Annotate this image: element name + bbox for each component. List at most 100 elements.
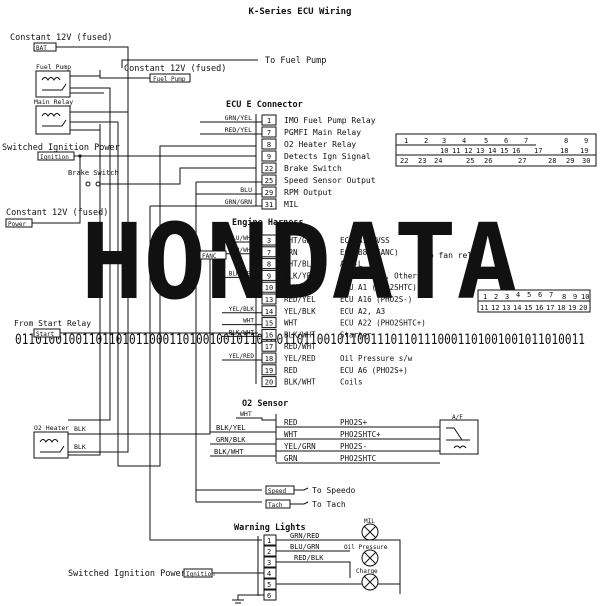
e-pin-box (261, 162, 277, 174)
harness-pin-number: 17 (265, 343, 273, 351)
label-from-start-relay: From Start Relay (14, 319, 91, 328)
harness-pinout-grid: 1 2 3 4 5 6 7 8 9 10 11 12 13 14 15 16 1… (477, 289, 591, 313)
e-pin-row: 25 Speed Sensor Output (196, 174, 376, 186)
speed-tag-label: Speed (268, 488, 286, 495)
to-speedo-label: To Speedo (312, 486, 356, 495)
main-relay (35, 105, 71, 135)
e-grid-cell: 25 (466, 157, 474, 165)
harness-grid-cell: 10 (581, 293, 589, 301)
brake-switch-contact-b-icon (95, 181, 101, 187)
label-switched-ignition: Switched Ignition Power (2, 143, 120, 153)
wl-pin: 2 (267, 548, 271, 556)
wl-pin: 1 (267, 537, 271, 545)
harness-pin-wire-in: BLU/WHT (229, 235, 255, 242)
harness-pin-color: BLK/YEL (284, 271, 316, 280)
e-grid-cell: 17 (534, 147, 542, 155)
wl-pin: 4 (267, 570, 271, 578)
e-pinout-grid: 1 2 3 4 5 6 7 8 9 10 11 12 13 14 15 16 1… (395, 133, 597, 167)
wire-brake-switch (79, 156, 256, 206)
harness-pin-color: WHT/GRN (284, 236, 316, 245)
o2-row-color: WHT (284, 430, 298, 439)
o2-heater-label: O2 Heater (34, 424, 69, 432)
charge-lamp-label: Charge (356, 568, 378, 575)
o2-heater-wire-1: BLK (74, 425, 86, 433)
e-pin-function: Brake Switch (284, 164, 342, 173)
harness-grid-cell: 19 (568, 304, 576, 312)
e-grid-cell: 15 (500, 147, 508, 155)
e-grid-cell: 11 (452, 147, 460, 155)
main-relay-coil-icon (41, 113, 67, 127)
e-pinout-outline (395, 133, 597, 167)
fuel-pump-relay-label: Fuel Pump (36, 63, 71, 71)
e-grid-cell: 12 (464, 147, 472, 155)
harness-pin-color: RED (284, 366, 298, 375)
e-grid-cell: 13 (476, 147, 484, 155)
harness-grid-cell: 17 (546, 304, 554, 312)
fuel-pump-relay (35, 70, 71, 98)
label-to-fuel-pump: To Fuel Pump (265, 56, 326, 66)
e-pin-number: 31 (265, 201, 273, 209)
e-pin-box (261, 138, 277, 150)
wire-power (32, 206, 81, 224)
harness-grid-cell: 4 (516, 291, 520, 299)
ignition-bottom-tag-label: Ignition (186, 571, 215, 578)
warning-light-pins: 1 2 3 4 5 6 (263, 534, 277, 601)
e-grid-cell: 24 (434, 157, 442, 165)
harness-pin-number: 9 (267, 272, 271, 280)
e-grid-cell: 4 (462, 137, 466, 145)
bat-tag-label: BAT (36, 45, 47, 52)
harness-pin-number: 15 (265, 320, 273, 328)
harness-pin-color: BLK/WHT (284, 283, 316, 292)
e-grid-cell: 30 (582, 157, 590, 165)
tach-arrow-icon (290, 501, 309, 505)
harness-pin-box (261, 328, 277, 340)
harness-grid-cell: 14 (513, 304, 521, 312)
harness-pin-function: ECU A1 (PHO2SHTC) (340, 283, 417, 292)
e-pin-row: 1 GRN/YEL IMO Fuel Pump Relay (200, 114, 376, 126)
ground-icon (232, 594, 264, 604)
o2-row-signal: PHO2SHTC+ (340, 430, 381, 439)
e-pin-row: 9 Detects Ign Signal (261, 150, 371, 162)
harness-pin-box (261, 246, 277, 258)
e-grid-cell: 1 (404, 137, 408, 145)
harness-pin-box (261, 340, 277, 352)
e-pin-function: Speed Sensor Output (284, 176, 376, 185)
wl-pin: 6 (267, 592, 271, 600)
e-connector-pins: 1 GRN/YEL IMO Fuel Pump Relay 7 RED/YEL … (150, 114, 376, 210)
harness-pin-box (261, 305, 277, 317)
e-pin-function: RPM Output (284, 188, 332, 197)
harness-pin-color: RED/YEL (284, 295, 316, 304)
e-grid-cell: 9 (584, 137, 588, 145)
e-pin-number: 7 (267, 129, 271, 137)
harness-pin-box (261, 317, 277, 329)
wire-relay-returns (68, 118, 256, 467)
wl-wire-2: BLU/GRN (290, 543, 320, 551)
harness-pin-number: 16 (265, 331, 273, 339)
e-pin-row: 8 O2 Heater Relay (261, 138, 356, 150)
engine-harness-title: Engine Harness (232, 217, 304, 228)
harness-pin-function: ECU A22 (PHO2SHTC+) (340, 319, 426, 328)
harness-pin-function: ECU A18 VSS (340, 236, 390, 245)
brake-switch-label: Brake Switch (68, 169, 119, 177)
e-pin-function: PGMFI Main Relay (284, 128, 361, 137)
e-pin-number: 1 (267, 117, 271, 125)
harness-pin-function: ECU A2, A3 (340, 307, 385, 316)
e-pin-number: 22 (265, 165, 273, 173)
harness-grid-cell: 12 (491, 304, 499, 312)
harness-pin-wire-in: BLK/YEL (229, 270, 255, 277)
wire-o2-in (210, 417, 276, 457)
warning-lights-title: Warning Lights (234, 522, 306, 533)
e-grid-cell: 14 (488, 147, 496, 155)
harness-pin-box (261, 376, 277, 388)
e-pin-box (261, 174, 277, 186)
e-pin-wire: BLU (240, 186, 252, 194)
o2-row-signal: PHO2S- (340, 442, 367, 451)
harness-pin-color: BLK/WHT (284, 330, 316, 339)
o2-row-signal: PHO2SHTC (340, 454, 376, 463)
